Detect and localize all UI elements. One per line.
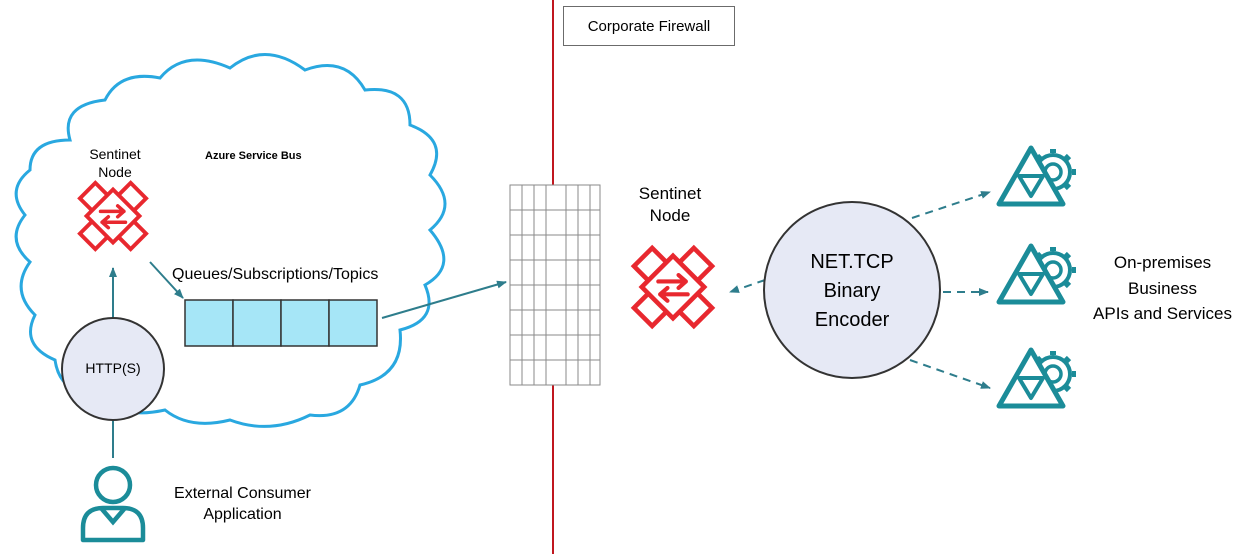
queue-cell <box>184 299 234 347</box>
encoder-circle <box>763 201 941 379</box>
queue-cell <box>280 299 330 347</box>
firewall-wall-icon <box>509 184 601 386</box>
arrow-encoder-to-node <box>729 279 766 293</box>
arrow-node-to-queue <box>149 261 184 299</box>
arrow-encoder-to-service-bottom <box>909 359 991 389</box>
encoder-label-line3: Encoder <box>814 309 890 331</box>
services-label-line3: APIs and Services <box>1093 304 1232 323</box>
service-icon-bottom <box>999 350 1076 406</box>
consumer-label-line1: External Consumer <box>174 485 311 502</box>
arrow-encoder-to-service-top <box>911 191 991 219</box>
person-icon <box>80 465 146 543</box>
cloud-node-label-line2: Node <box>98 164 132 181</box>
firewall-label: Corporate Firewall <box>587 17 711 35</box>
encoder-label: NET.TCP Binary Encoder <box>792 248 912 335</box>
queue-cell <box>328 299 378 347</box>
sentinet-node-icon-onprem <box>613 227 733 347</box>
http-label: HTTP(S) <box>85 360 141 376</box>
queues-label: Queues/Subscriptions/Topics <box>172 266 379 283</box>
queue-cell <box>232 299 282 347</box>
cloud-node-label: Sentinet Node <box>75 145 155 181</box>
consumer-label-line2: Application <box>203 505 282 523</box>
firewall-label-box: Corporate Firewall <box>563 6 735 46</box>
encoder-label-line1: NET.TCP <box>810 251 894 273</box>
azure-service-bus-title: Azure Service Bus <box>205 150 302 162</box>
services-label-line2: Business <box>1128 278 1197 298</box>
services-label: On-premises Business APIs and Services <box>1080 250 1245 327</box>
http-circle <box>61 317 165 421</box>
service-icon-top <box>999 148 1076 204</box>
services-label-line1: On-premises <box>1113 253 1212 272</box>
cloud-node-label-line1: Sentinet <box>89 146 141 162</box>
onprem-node-label: Sentinet Node <box>620 183 720 227</box>
queue-bar <box>184 299 378 347</box>
onprem-node-label-line2: Node <box>649 206 691 226</box>
service-icon-middle <box>999 246 1076 302</box>
arrow-queue-to-firewall <box>381 280 507 319</box>
encoder-label-line2: Binary <box>823 280 881 302</box>
consumer-label: External Consumer Application <box>160 484 325 526</box>
onprem-node-label-line1: Sentinet <box>638 184 702 203</box>
